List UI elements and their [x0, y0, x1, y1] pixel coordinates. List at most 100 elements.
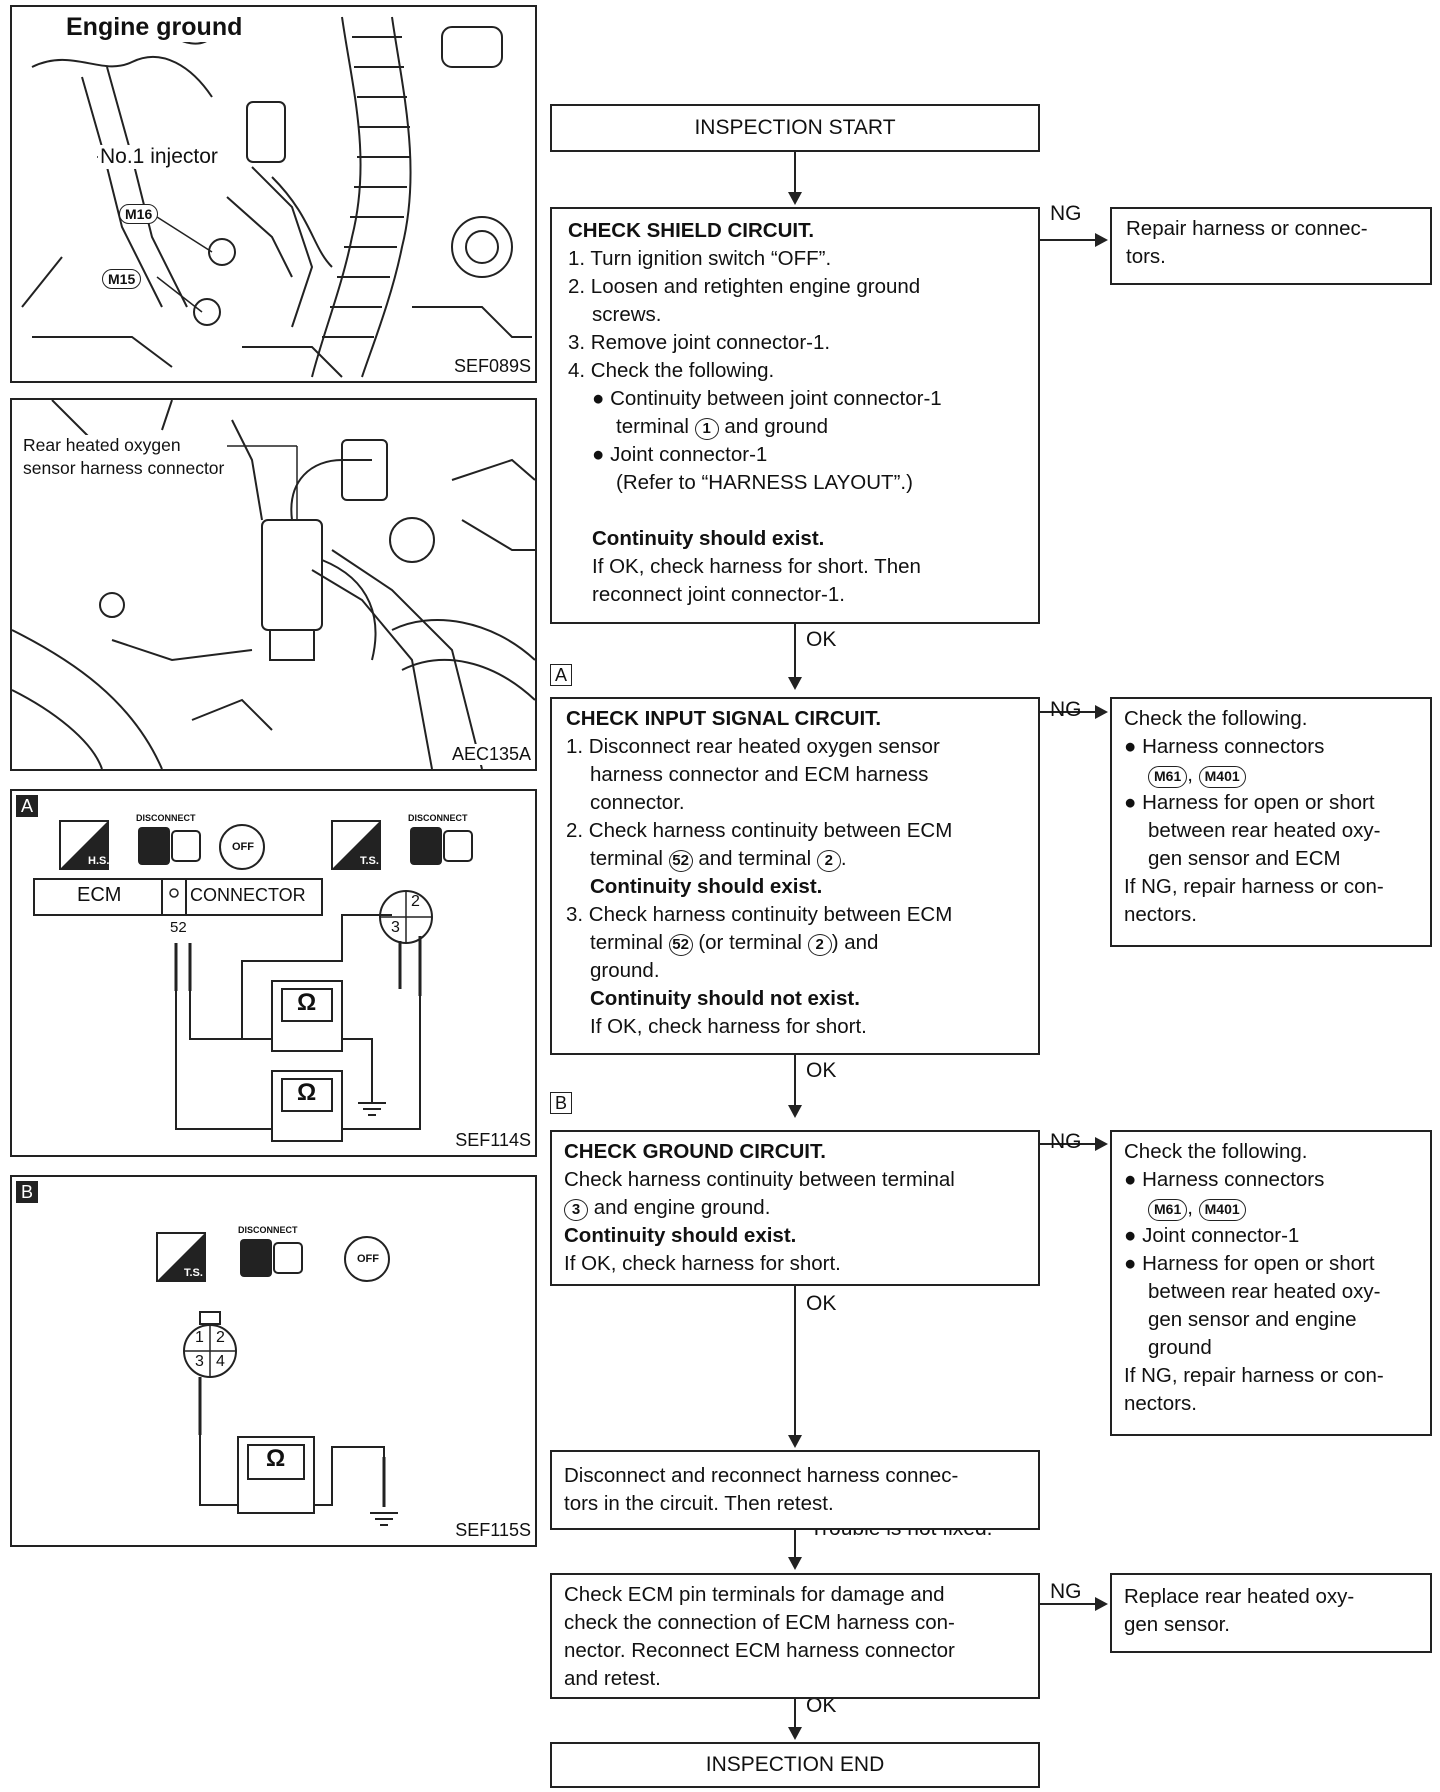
disconnect-label: DISCONNECT	[136, 813, 196, 823]
text: and engine ground.	[593, 1196, 771, 1219]
figure-code: SEF089S	[453, 356, 531, 377]
step-line: Check the following.	[1124, 1140, 1308, 1163]
ecm-label: ECM	[77, 884, 122, 906]
engine-ground-title: Engine ground	[62, 13, 247, 42]
step-line: Continuity should exist.	[590, 875, 823, 898]
step-line: ground.	[590, 959, 660, 982]
text: terminal	[616, 415, 689, 438]
inspection-end: INSPECTION END	[550, 1742, 1040, 1788]
sensor-connector-panel: Rear heated oxygen sensor harness connec…	[10, 398, 537, 771]
ground-circuit-test-panel: B T.S. DISCONNECT OFF 1 2 3 4 Ω SEF11	[10, 1175, 537, 1547]
ng-label: NG	[1050, 1580, 1082, 1603]
terminal-number: 3	[564, 1199, 588, 1221]
step-line: nector. Reconnect ECM harness connector	[564, 1639, 955, 1662]
terminal-number: 52	[668, 850, 693, 872]
m16-connector-label: M16	[119, 204, 159, 224]
step-line: ● Joint connector-1	[592, 443, 768, 466]
step-line: 3. Remove joint connector-1.	[568, 331, 831, 354]
step-line: ● Joint connector-1	[1124, 1224, 1300, 1247]
text: .	[840, 847, 847, 870]
sensor-connector-label-1: Rear heated oxygen	[23, 435, 181, 456]
step-line: Check ECM pin terminals for damage and	[564, 1583, 945, 1606]
ts-icon-label: T.S.	[360, 855, 379, 867]
terminal-number: 1	[694, 418, 719, 440]
figure-code: AEC135A	[451, 744, 531, 765]
step-line: between rear heated oxy-	[1148, 1280, 1381, 1303]
step-line: ● Harness for open or short	[1124, 1252, 1375, 1275]
step-line: 4. Check the following.	[568, 359, 775, 382]
connector-code: M401	[1198, 766, 1246, 788]
step-line: If OK, check harness for short.	[590, 1015, 867, 1038]
step-line: terminal 52 (or terminal 2) and	[566, 929, 1024, 957]
step-line: (Refer to “HARNESS LAYOUT”.)	[616, 471, 913, 494]
ok-label: OK	[806, 1292, 837, 1315]
sensor-connector-label-2: sensor harness connector	[23, 458, 225, 479]
ng-label: NG	[1050, 698, 1082, 721]
step-tag-b: B	[16, 1181, 38, 1203]
engine-ground-illustration	[21, 16, 532, 378]
text: terminal	[590, 847, 663, 870]
step-line: check the connection of ECM harness con-	[564, 1611, 955, 1634]
ng-label: NG	[1050, 1130, 1082, 1153]
connector-code: M61	[1148, 1199, 1188, 1221]
terminal-number: 2	[807, 934, 832, 956]
step-line: If NG, repair harness or con-	[1124, 1364, 1384, 1387]
step-title: CHECK GROUND CIRCUIT.	[564, 1140, 826, 1163]
step-line: ground	[1148, 1336, 1212, 1359]
step-line: ● Harness connectors	[1124, 1168, 1325, 1191]
engine-ground-panel: Engine ground No.1 injector M16 M15 SEF0…	[10, 5, 537, 383]
disconnect-label: DISCONNECT	[408, 813, 468, 823]
text: and ground	[724, 415, 829, 438]
ground-ng-action-box: Check the following. ● Harness connector…	[1110, 1130, 1432, 1436]
connector-code: M61	[1148, 766, 1188, 788]
step-line: tors in the circuit. Then retest.	[564, 1492, 834, 1515]
step-line: Continuity should exist.	[592, 527, 825, 550]
ok-label: OK	[806, 628, 837, 651]
step-line: 2. Check harness continuity between ECM	[566, 819, 953, 842]
step-line: Check the following.	[1124, 707, 1308, 730]
step-title: CHECK SHIELD CIRCUIT.	[568, 219, 815, 242]
ts-icon-label: T.S.	[184, 1267, 203, 1279]
step-line: ● Harness connectors	[1124, 735, 1325, 758]
check-ground-circuit-box: CHECK GROUND CIRCUIT. Check harness cont…	[550, 1130, 1040, 1286]
reconnect-retest-box: Disconnect and reconnect harness connec-…	[550, 1450, 1040, 1530]
m15-connector-label: M15	[102, 269, 142, 289]
step-line: 2. Loosen and retighten engine ground	[568, 275, 921, 298]
step-line: Continuity should exist.	[564, 1224, 797, 1247]
step-tag-a: A	[16, 795, 38, 817]
hs-icon-label: H.S.	[88, 855, 110, 867]
ground-circuit-wiring	[156, 1232, 398, 1526]
step-line: If NG, repair harness or con-	[1124, 875, 1384, 898]
step-line: between rear heated oxy-	[1148, 819, 1381, 842]
step-line: nectors.	[1124, 1392, 1197, 1415]
check-shield-circuit-box: CHECK SHIELD CIRCUIT. 1. Turn ignition s…	[550, 207, 1040, 624]
step-line: gen sensor and engine	[1148, 1308, 1357, 1331]
ecm-pin-check-box: Check ECM pin terminals for damage and c…	[550, 1573, 1040, 1699]
ohmmeter-symbol: Ω	[266, 1445, 286, 1472]
ng-label: NG	[1050, 202, 1082, 225]
step-line: terminal 1 and ground	[568, 413, 1022, 441]
step-line: harness connector and ECM harness	[590, 763, 929, 786]
step-line: Repair harness or connec-	[1126, 217, 1368, 240]
step-line: Continuity should not exist.	[590, 987, 860, 1010]
shield-ng-action-box: Repair harness or connec- tors.	[1110, 207, 1432, 285]
step-line: connector.	[590, 791, 685, 814]
sensor-connector-illustration	[12, 400, 535, 769]
input-signal-wiring	[33, 820, 473, 1142]
sensor-pin-2: 2	[411, 893, 420, 910]
step-line: M61, M401	[1124, 761, 1418, 789]
terminal-number: 2	[816, 850, 841, 872]
step-line: screws.	[592, 303, 662, 326]
key-off-label: OFF	[357, 1253, 379, 1265]
step-line: 3 and engine ground.	[564, 1194, 1026, 1222]
disconnect-label: DISCONNECT	[238, 1225, 298, 1235]
ok-label: OK	[806, 1059, 837, 1082]
text: (or terminal	[698, 931, 802, 954]
connector-pin-2: 2	[216, 1329, 225, 1346]
step-line: Disconnect and reconnect harness connec-	[564, 1464, 959, 1487]
ok-label: OK	[806, 1694, 837, 1717]
step-line: nectors.	[1124, 903, 1197, 926]
connector-pin-3: 3	[195, 1353, 204, 1370]
step-line: reconnect joint connector-1.	[592, 583, 845, 606]
sensor-pin-3: 3	[391, 919, 400, 936]
